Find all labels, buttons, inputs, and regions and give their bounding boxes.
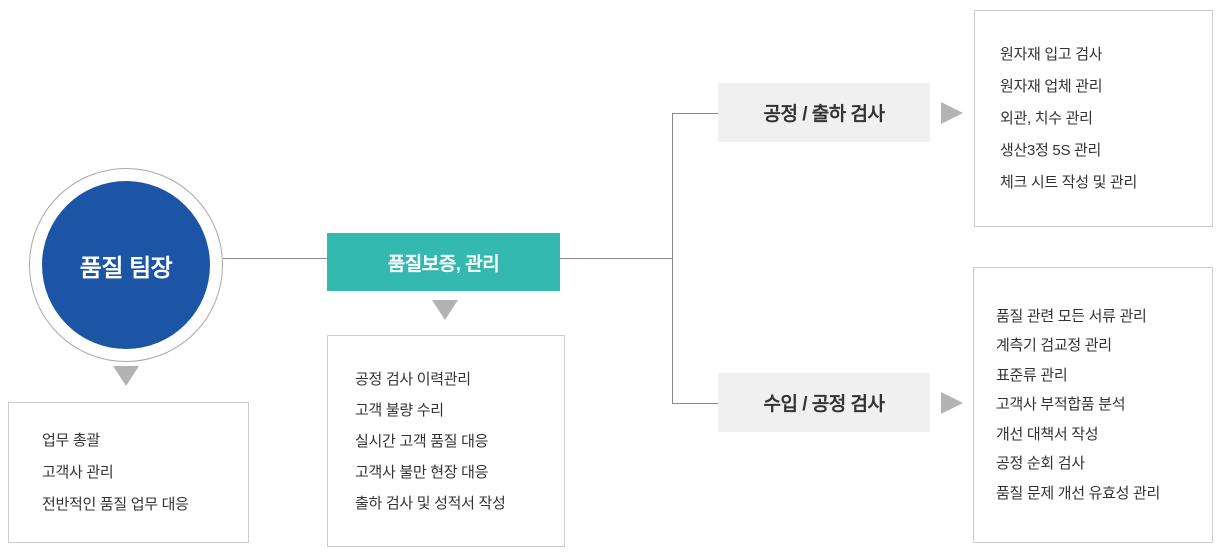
- list-item: 고객사 불만 현장 대응: [355, 463, 489, 481]
- list-item: 원자재 입고 검사: [1000, 45, 1103, 63]
- list-item: 업무 총괄: [42, 431, 100, 449]
- connector-branch-trunk: [672, 113, 673, 403]
- list-item: 고객사 부적합품 분석: [996, 396, 1126, 414]
- list-item: 출하 검사 및 성적서 작성: [355, 494, 506, 512]
- list-item: 고객사 관리: [42, 463, 114, 481]
- branch-label: 수입 / 공정 검사: [763, 394, 886, 415]
- list-item: 외관, 치수 관리: [1000, 109, 1093, 127]
- right-arrow-icon: [941, 102, 963, 124]
- list-item: 계측기 검교정 관리: [996, 337, 1112, 355]
- branch-label: 공정 / 출하 검사: [763, 104, 886, 125]
- division-label: 품질보증, 관리: [387, 253, 500, 275]
- list-item: 생산3정 5S 관리: [1000, 141, 1102, 159]
- list-item: 공정 순회 검사: [996, 455, 1085, 473]
- list-item: 표준류 관리: [996, 366, 1068, 384]
- list-item: 개선 대책서 작성: [996, 425, 1099, 443]
- connector-branch-bottom: [672, 403, 718, 404]
- connector-leader-to-division: [223, 258, 327, 259]
- list-item: 공정 검사 이력관리: [355, 370, 471, 388]
- leader-circle: 품질 팀장: [42, 181, 210, 349]
- list-item: 품질 관련 모든 서류 관리: [996, 307, 1147, 325]
- right-arrow-icon: [941, 392, 963, 414]
- division-box: 품질보증, 관리: [327, 233, 560, 291]
- leader-label: 품질 팀장: [79, 254, 173, 282]
- down-arrow-icon: [113, 366, 139, 386]
- list-item: 고객 불량 수리: [355, 401, 444, 419]
- list-item: 실시간 고객 품질 대응: [355, 432, 489, 450]
- list-item: 원자재 업체 관리: [1000, 77, 1103, 95]
- down-arrow-icon: [432, 300, 458, 320]
- connector-division-to-branch-trunk: [560, 258, 672, 259]
- list-item: 전반적인 품질 업무 대응: [42, 495, 189, 513]
- branch-incoming-process-box: 수입 / 공정 검사: [718, 373, 930, 432]
- connector-branch-top: [672, 113, 718, 114]
- branch-process-outgoing-box: 공정 / 출하 검사: [718, 83, 930, 142]
- list-item: 품질 문제 개선 유효성 관리: [996, 484, 1160, 502]
- list-item: 체크 시트 작성 및 관리: [1000, 173, 1137, 191]
